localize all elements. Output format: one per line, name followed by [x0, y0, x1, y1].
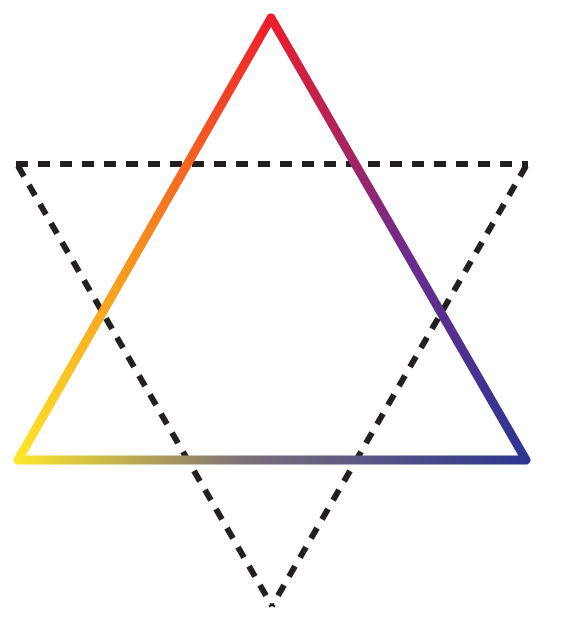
gradient-right-edge: [266, 13, 531, 465]
downward-dashed-triangle: [15, 161, 529, 608]
dashed-right-edge: [269, 164, 529, 608]
gradient-left-edge: [13, 13, 276, 465]
upward-gradient-triangle: [13, 13, 531, 465]
dashed-left-edge: [15, 164, 275, 608]
